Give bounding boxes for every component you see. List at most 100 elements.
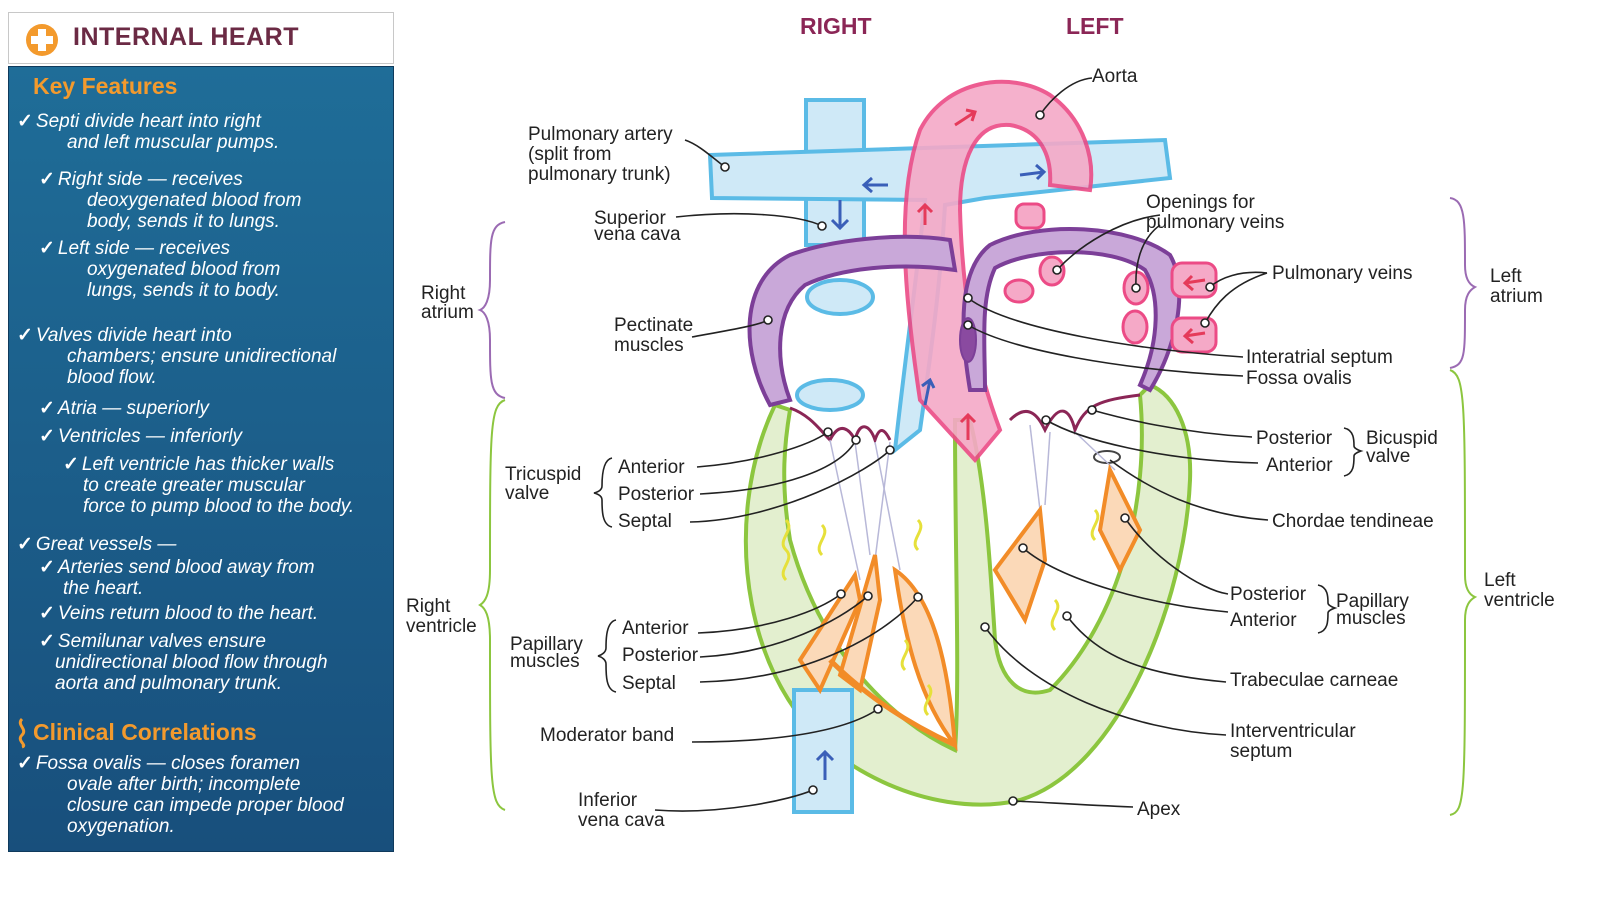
heart-diagram: RIGHT LEFT [406,13,1555,831]
label-pectinate-2: muscles [614,335,684,356]
leader-lines [654,77,1269,812]
label-svc-2: vena cava [594,224,681,245]
key-feature-item: force to pump blood to the body. [83,496,354,517]
chordae-lines [829,424,1116,581]
checkmark-icon: ✓ [39,398,55,419]
title-bar: INTERNAL HEART [8,12,394,64]
label-openings-2: pulmonary veins [1146,212,1284,233]
left-ventricle-bracket [1449,369,1478,816]
plus-icon [26,24,58,56]
key-feature-text: the heart. [63,578,144,599]
leader-dots [720,110,1215,806]
key-features-heading: Key Features [33,73,178,99]
label-pulmonary-artery-3: pulmonary trunk) [528,164,671,185]
label-left-atrium-2: atrium [1490,286,1543,307]
label-tricuspid-anterior: Anterior [618,457,685,478]
clinical-heading: Clinical Correlations [33,719,257,745]
key-feature-text: Right side — receives [57,169,243,190]
key-feature-text: deoxygenated blood from [87,190,302,211]
fossa-ovalis-shape [959,317,977,363]
label-left-atrium-1: Left [1490,266,1522,287]
left-papillary-posterior-shape [992,504,1048,625]
label-right-ventricle-1: Right [406,596,451,617]
label-left-papillary-anterior: Anterior [1230,610,1297,631]
label-pulmonary-artery-2: (split from [528,144,611,165]
key-feature-text: chambers; ensure unidirectional [67,346,337,367]
label-papillary-septal: Septal [622,673,676,694]
checkmark-icon: ✓ [39,557,55,578]
bicuspid-bracket [1343,427,1364,477]
aorta-shape [902,79,1094,464]
key-feature-text: aorta and pulmonary trunk. [55,673,283,694]
checkmark-icon: ✓ [39,603,55,624]
papillary-bracket [597,619,617,693]
side-left-heading: LEFT [1066,13,1124,39]
label-interatrial-septum: Interatrial septum [1246,347,1393,368]
key-feature-item: ✓Atria — superiorly [39,398,209,419]
left-atrium-bracket [1449,197,1478,369]
key-feature-item: ✓Left ventricle has thicker walls [63,454,334,475]
pulm-vein-opening-4 [1121,309,1149,345]
pulm-vein-stub-1 [1170,261,1218,299]
label-left-ventricle-1: Left [1484,570,1516,591]
label-pectinate-1: Pectinate [614,315,693,336]
key-feature-text: Veins return blood to the heart. [57,603,319,624]
moderator-band-shape [828,658,957,748]
label-bicuspid-anterior: Anterior [1266,455,1333,476]
label-right-atrium-1: Right [421,283,466,304]
label-papillary-posterior: Posterior [622,645,699,666]
key-feature-item: the heart. [63,578,143,599]
label-right-atrium-2: atrium [421,302,474,323]
label-fossa-ovalis: Fossa ovalis [1246,368,1352,389]
pulm-vein-opening-1 [1003,278,1035,304]
key-feature-item: ✓Great vessels — [17,534,176,555]
label-ivc-1: Inferior [578,790,638,811]
pulm-vein-opening-2 [1038,255,1066,287]
label-bicuspid-posterior: Posterior [1256,428,1333,449]
trabeculae-squiggles [781,508,1100,717]
label-left-papillary-posterior: Posterior [1230,584,1307,605]
label-tricuspid-septal: Septal [618,511,672,532]
key-feature-item: ✓Septi divide heart into right [17,111,261,132]
key-feature-item: ✓Semilunar valves ensure [39,631,266,652]
checkmark-icon: ✓ [39,426,55,447]
tricuspid-bracket [593,457,613,528]
label-apex: Apex [1137,799,1181,820]
key-feature-item: blood flow. [67,367,157,388]
label-tricuspid-1: Tricuspid [505,464,581,485]
label-papillary-2: muscles [510,651,580,672]
label-openings-1: Openings for [1146,192,1255,213]
key-feature-text: Atria — superiorly [57,398,209,419]
key-feature-item: ✓Arteries send blood away from [39,557,315,578]
checkmark-icon: ✓ [17,534,33,555]
key-feature-text: body, sends it to lungs. [87,211,280,232]
checkmark-icon: ✓ [17,753,33,774]
key-feature-item: ✓Left side — receives [39,238,230,259]
label-chordae-tendineae: Chordae tendineae [1272,511,1434,532]
clinical-item: ✓Fossa ovalis — closes foramen [17,753,300,774]
checkmark-icon: ✓ [39,169,55,190]
svc-opening [805,278,875,316]
key-feature-text: Left ventricle has thicker walls [81,454,335,475]
side-right-heading: RIGHT [800,13,872,39]
key-feature-item: chambers; ensure unidirectional [67,346,336,367]
flow-arrows-red [916,108,1206,440]
label-right-ventricle-2: ventricle [406,616,477,637]
key-feature-text: force to pump blood to the body. [83,496,355,517]
label-ivc-2: vena cava [578,810,665,831]
ivc-opening [795,378,865,412]
checkmark-icon: ✓ [39,631,55,652]
key-feature-item: unidirectional blood flow through [55,652,328,673]
label-papillary-anterior: Anterior [622,618,689,639]
key-feature-item: to create greater muscular [83,475,305,496]
label-ivs-1: Interventricular [1230,721,1356,742]
key-feature-text: and left muscular pumps. [67,132,280,153]
key-feature-item: and left muscular pumps. [67,132,279,153]
key-feature-text: Septi divide heart into right [35,111,261,132]
key-feature-item: deoxygenated blood from [87,190,301,211]
right-ventricle-bracket [478,399,506,811]
key-feature-text: Great vessels — [35,534,177,555]
clinical-text: closure can impede proper blood [67,795,344,816]
right-atrium-wall [747,234,958,408]
key-feature-item: ✓Veins return blood to the heart. [39,603,318,624]
